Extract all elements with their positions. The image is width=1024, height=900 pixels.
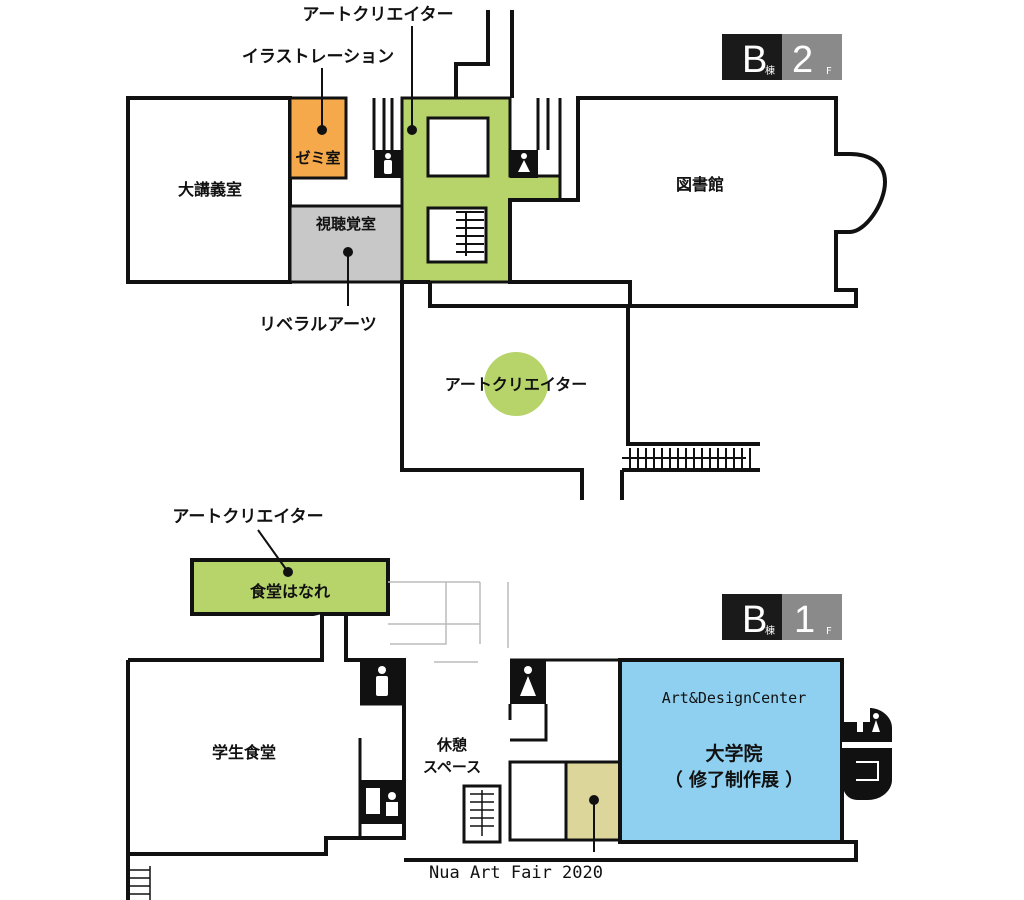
restroom-female-icon xyxy=(520,666,536,696)
restroom-female-icon xyxy=(518,153,530,172)
callout-liberal-arts: リベラルアーツ xyxy=(259,247,377,335)
callout-art-creator-annex: アートクリエイター xyxy=(172,507,324,577)
room-lecture-hall xyxy=(126,96,292,284)
room-seminar xyxy=(288,96,348,180)
corridor-inner-box xyxy=(426,116,490,178)
label-lecture-hall: 大講義室 xyxy=(178,180,242,199)
label-library: 図書館 xyxy=(676,175,724,194)
callout-nua-art-fair: Nua Art Fair 2020 xyxy=(429,795,603,883)
vending-machine-icon xyxy=(366,788,398,816)
stairs-east-icon xyxy=(622,448,751,468)
marker-art-creator-hall xyxy=(484,352,548,416)
stairs-icon xyxy=(456,211,484,256)
badge-floor: 1 xyxy=(794,599,815,641)
badge-floor-unit: F xyxy=(826,66,832,77)
badge-floor: 2 xyxy=(792,39,813,81)
label-student-cafeteria: 学生食堂 xyxy=(212,743,276,762)
badge-building: B xyxy=(742,599,767,641)
room-library xyxy=(508,96,888,308)
callout-art-creator-corridor: アートクリエイター xyxy=(302,5,454,135)
floor-b1: B 棟 1 F 食堂はなれ 学生食堂 休憩 スペース xyxy=(126,507,892,900)
badge-building-unit: 棟 xyxy=(765,64,775,77)
label-graduate-1: 大学院 xyxy=(705,742,762,765)
label-art-creator-corridor: アートクリエイター xyxy=(302,5,453,25)
restroom-male-icon xyxy=(376,666,388,696)
label-rest-space-2: スペース xyxy=(423,758,481,776)
floor-badge-b1: B 棟 1 F xyxy=(722,594,842,641)
label-seminar: ゼミ室 xyxy=(295,149,340,167)
label-rest-space-1: 休憩 xyxy=(436,736,467,754)
restroom-male-icon xyxy=(384,153,392,174)
badge-building: B xyxy=(742,39,767,81)
badge-floor-unit: F xyxy=(826,626,832,637)
restroom-tower-b1 xyxy=(842,708,892,800)
stairs-entrance-icon xyxy=(128,866,151,900)
badge-building-unit: 棟 xyxy=(765,624,775,637)
room-art-design-center xyxy=(618,658,844,844)
floor-badge-b2: B 棟 2 F xyxy=(722,34,842,81)
label-annex-cafeteria: 食堂はなれ xyxy=(249,582,330,601)
stairs-icon xyxy=(470,790,494,836)
label-liberal-arts: リベラルアーツ xyxy=(259,315,377,335)
label-center-name: Art&DesignCenter xyxy=(662,689,807,707)
restroom-icons-east xyxy=(857,713,880,732)
label-graduate-2: （ 修了制作展 ） xyxy=(665,769,804,791)
label-art-creator-hall: アートクリエイター xyxy=(445,375,587,394)
atrium-walls xyxy=(400,280,760,500)
label-av-room: 視聴覚室 xyxy=(315,215,376,233)
label-art-creator-annex: アートクリエイター xyxy=(172,507,323,527)
label-illustration: イラストレーション xyxy=(242,47,394,67)
callout-illustration: イラストレーション xyxy=(242,47,394,135)
label-nua-art-fair: Nua Art Fair 2020 xyxy=(429,863,603,883)
floor-b2: B 棟 2 F 大講義室 ゼミ室 視聴覚室 xyxy=(126,5,888,500)
